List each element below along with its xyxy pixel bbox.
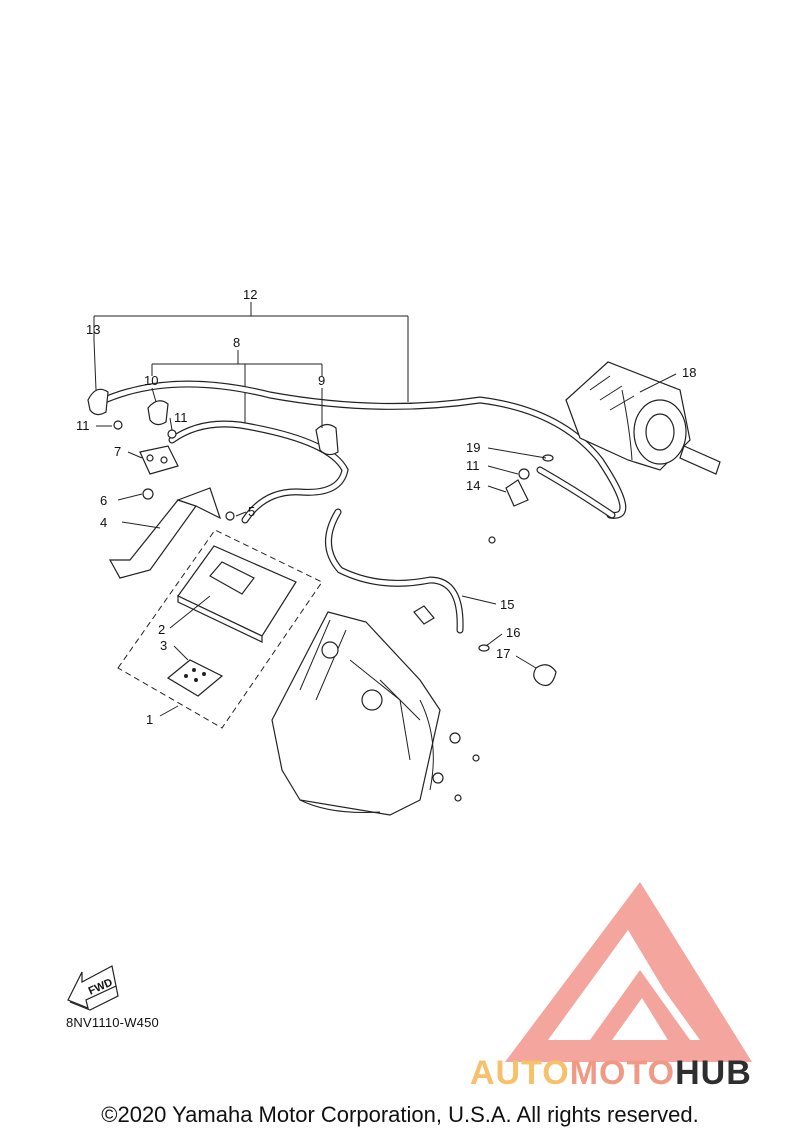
wordmark-hub: HUB xyxy=(675,1054,752,1092)
wordmark-moto: MOTO xyxy=(569,1054,676,1092)
battery-assembly-box xyxy=(117,529,323,729)
callout-18: 18 xyxy=(682,365,696,380)
cable-starter-14 xyxy=(536,466,616,519)
callout-bracket-8 xyxy=(151,350,323,425)
copyright-notice: ©2020 Yamaha Motor Corporation, U.S.A. A… xyxy=(101,1102,699,1127)
watermark-logo-icon xyxy=(505,882,752,1062)
callout-2: 2 xyxy=(158,622,165,637)
starter-relay-7 xyxy=(139,445,179,475)
callout-16: 16 xyxy=(506,625,520,640)
clip-17-icon xyxy=(533,664,557,687)
callout-7: 7 xyxy=(114,444,121,459)
callout-10: 10 xyxy=(144,373,158,388)
callout-3: 3 xyxy=(160,638,167,653)
callout-13: 13 xyxy=(86,322,100,337)
battery-bracket-4 xyxy=(108,487,222,579)
screw-5-icon xyxy=(225,511,235,521)
drawing-code: 8NV1110-W450 xyxy=(66,1015,159,1030)
starter-motor-18 xyxy=(565,361,721,475)
fwd-arrow-icon: FWD xyxy=(67,965,119,1011)
terminal-cap-9 xyxy=(315,423,339,456)
callout-9: 9 xyxy=(318,373,325,388)
watermark-wordmark: AUTOMOTOHUB xyxy=(470,1054,752,1093)
callout-4: 4 xyxy=(100,515,107,530)
callout-8: 8 xyxy=(233,335,240,350)
callout-12: 12 xyxy=(243,287,257,302)
terminal-cap-10 xyxy=(147,400,169,426)
cable-main-12 xyxy=(96,380,627,519)
callout-11-left: 11 xyxy=(76,418,90,433)
terminal-cap-13 xyxy=(87,388,109,416)
cable-battery-8 xyxy=(168,420,349,524)
terminal-kit-3 xyxy=(166,659,224,697)
callout-17: 17 xyxy=(496,646,510,661)
nut-6-icon xyxy=(142,488,154,500)
terminal-boot-14 xyxy=(505,479,529,507)
frame-section xyxy=(271,611,441,816)
ground-bolt-icon xyxy=(413,605,435,625)
callout-6: 6 xyxy=(100,493,107,508)
washer-16-icon xyxy=(478,644,490,652)
callout-14: 14 xyxy=(466,478,480,493)
callout-1: 1 xyxy=(146,712,153,727)
callout-bracket-12 xyxy=(93,302,409,402)
callout-labels: 1 2 3 4 5 6 7 8 9 10 11 11 11 12 13 14 1… xyxy=(76,287,696,727)
wordmark-auto: AUTO xyxy=(470,1054,570,1092)
washer-19-icon xyxy=(542,454,554,462)
callout-5: 5 xyxy=(248,504,255,519)
nut-11-icon xyxy=(518,468,530,480)
battery-2 xyxy=(177,545,297,643)
cable-ground-15 xyxy=(325,508,464,634)
callout-11-starter: 11 xyxy=(466,458,480,473)
callout-11-relay: 11 xyxy=(174,410,188,425)
leader-lines xyxy=(93,339,677,717)
fasteners-frame xyxy=(432,536,496,802)
bolt-11-icon xyxy=(113,420,177,439)
callout-19: 19 xyxy=(466,440,480,455)
callout-15: 15 xyxy=(500,597,514,612)
